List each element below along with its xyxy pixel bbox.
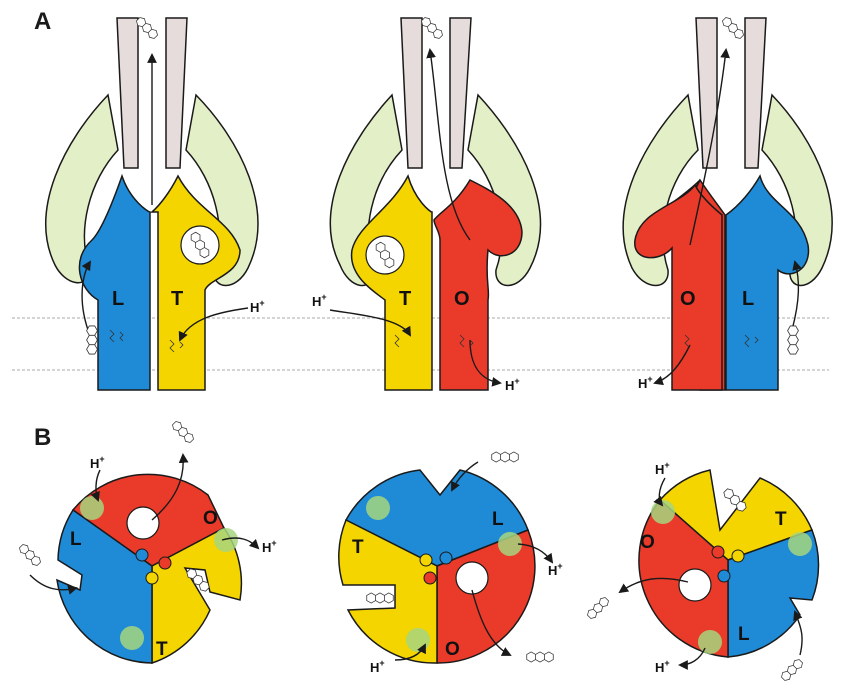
central-pore: [127, 507, 159, 539]
binding-site: [366, 496, 390, 520]
core-node-red: [159, 557, 171, 569]
pump-2: T O H+ H+: [312, 16, 540, 393]
svg-text:H+: H+: [250, 298, 265, 315]
label-open: O: [640, 532, 655, 553]
core-node-yellow: [146, 572, 158, 584]
svg-text:H+: H+: [655, 658, 670, 675]
central-pore: [679, 569, 711, 601]
svg-text:H+: H+: [548, 561, 563, 578]
label-tight: T: [775, 509, 787, 530]
stalk-right: [450, 18, 471, 168]
rotor-1: L O T H+ H+: [18, 420, 277, 663]
svg-text:H+: H+: [90, 454, 105, 471]
stalk-left: [117, 18, 138, 168]
core-node-yellow: [420, 554, 432, 566]
core-node-yellow: [732, 550, 744, 562]
stalk-right: [166, 18, 187, 168]
label-tight: T: [156, 639, 168, 660]
rotor-3: O T L H+ H+: [586, 460, 819, 682]
binding-site: [788, 532, 812, 556]
stalk-left: [401, 18, 422, 168]
svg-text:H+: H+: [262, 538, 277, 555]
binding-site: [698, 630, 722, 654]
svg-text:H+: H+: [638, 374, 653, 391]
binding-site: [214, 528, 238, 552]
binding-site: [120, 626, 144, 650]
core-node-red: [712, 546, 724, 558]
binding-site: [80, 496, 104, 520]
binding-site: [651, 500, 675, 524]
svg-text:H+: H+: [505, 376, 520, 393]
central-pore: [456, 562, 488, 594]
svg-text:H+: H+: [370, 658, 385, 675]
label-tight: T: [171, 288, 183, 310]
label-tight: T: [352, 537, 364, 558]
label-loose: L: [70, 529, 82, 550]
label-open: O: [680, 288, 696, 310]
stalk-left: [696, 18, 717, 168]
pump-3: O L H+: [623, 16, 832, 391]
svg-text:H+: H+: [312, 292, 327, 309]
subunit-loose: [79, 176, 150, 390]
label-loose: L: [492, 509, 504, 530]
pump-1: L T H+: [46, 16, 265, 390]
label-tight: T: [399, 288, 411, 310]
core-node-blue: [136, 549, 148, 561]
binding-site: [406, 628, 430, 652]
svg-text:H+: H+: [655, 460, 670, 477]
core-node-red: [424, 572, 436, 584]
label-loose: L: [738, 624, 750, 645]
label-loose: L: [742, 288, 754, 310]
label-loose: L: [112, 288, 124, 310]
core-node-blue: [440, 552, 452, 564]
core-node-blue: [718, 570, 730, 582]
label-open: O: [203, 508, 218, 529]
rotor-2: L T O H+ H+: [339, 452, 563, 675]
label-open: O: [445, 639, 460, 660]
label-open: O: [454, 288, 470, 310]
